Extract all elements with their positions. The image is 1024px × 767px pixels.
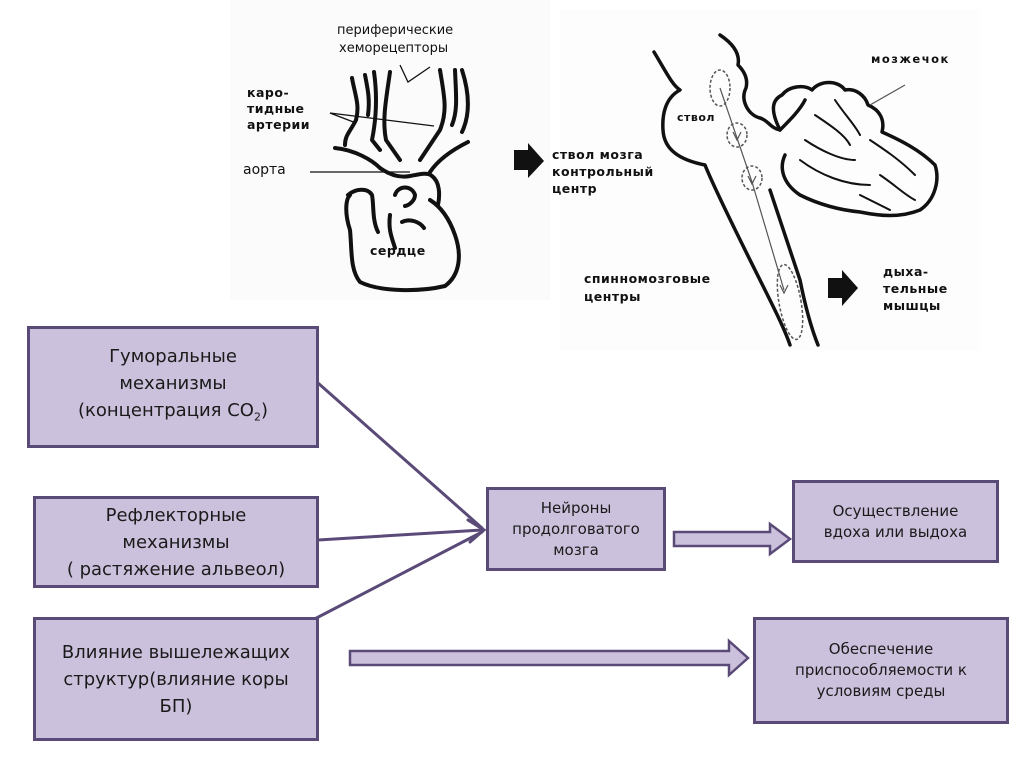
- label-peripheral-chemoreceptors-2: хеморецепторы: [339, 41, 449, 56]
- left-carotid-artery-inner: [370, 70, 382, 152]
- left-carotid-artery-right: [382, 70, 402, 162]
- brain-illustration: [652, 33, 939, 347]
- label-carotid-1: каро-: [247, 85, 290, 100]
- higher-line-3: БП): [159, 695, 193, 717]
- heart-figure-backdrop: [230, 0, 550, 300]
- chemoreceptor-pointer: [399, 64, 431, 83]
- descending-pathway-line: [719, 87, 785, 291]
- cerebellum-pointer: [869, 84, 906, 106]
- label-brainstem-control-2: контрольный: [552, 164, 654, 179]
- box-inhale-exhale: Осуществление вдоха или выдоха: [792, 480, 999, 563]
- heart-leader-lines: [310, 64, 435, 173]
- label-respiratory-muscles-1: дыха-: [883, 264, 929, 279]
- heart-septum: [387, 213, 397, 250]
- humoral-line-3-suffix: ): [260, 400, 268, 422]
- label-spinal-centers-1: спинномозговые: [584, 271, 711, 286]
- reflex-line-1: Рефлекторные: [105, 504, 247, 526]
- humoral-line-2: механизмы: [119, 373, 227, 395]
- neurons-line-2: продолговатого: [512, 519, 640, 538]
- pathway-arrows: [719, 84, 906, 295]
- reflex-line-2: механизмы: [122, 531, 230, 553]
- left-subclavian: [333, 146, 382, 170]
- humoral-line-3: (концентрация CO2): [78, 397, 268, 431]
- higher-line-2: структур(влияние коры: [63, 668, 289, 690]
- breath-line-1: Осуществление: [832, 501, 959, 520]
- heart-illustration: [333, 68, 470, 293]
- adapt-line-3: условиям среды: [816, 682, 946, 700]
- nucleus-upper: [709, 69, 731, 107]
- higher-line-1: Влияние вышележащих: [61, 641, 291, 663]
- nucleus-middle: [726, 122, 748, 148]
- flow-connectors: [301, 381, 487, 627]
- aortic-arch: [378, 166, 442, 207]
- label-carotid-3: артерии: [247, 117, 311, 132]
- box-medulla-neurons: Нейроны продолговатого мозга: [486, 487, 666, 571]
- label-cerebellum: мозжечок: [871, 52, 950, 66]
- connector-reflex-to-neurons: [316, 528, 484, 542]
- humoral-line-3-text: (концентрация CO: [78, 400, 254, 422]
- left-carotid-artery-branch: [363, 73, 371, 117]
- left-carotid-artery-outer: [343, 76, 360, 147]
- connector-arrowhead: [466, 518, 487, 544]
- brainstem-nuclei: [709, 69, 804, 341]
- label-spinal-centers-2: центры: [584, 289, 641, 304]
- neurons-line-1: Нейроны: [540, 498, 612, 517]
- right-carotid-artery-outer: [460, 68, 470, 134]
- adapt-line-1: Обеспечение: [828, 640, 934, 658]
- right-carotid-artery-branch: [450, 68, 459, 127]
- heart-outline: [344, 193, 461, 293]
- box-higher-structures: Влияние вышележащих структур(влияние кор…: [33, 617, 319, 741]
- connector-higher-to-neurons: [301, 530, 484, 627]
- right-carotid-artery-inner: [418, 68, 447, 162]
- cerebellum-folia: [799, 99, 916, 211]
- label-brainstem-control-3: центр: [552, 181, 598, 196]
- spinal-nucleus: [776, 263, 804, 341]
- brain-figure-backdrop: [560, 10, 980, 350]
- label-respiratory-muscles-3: мышцы: [883, 298, 941, 313]
- breath-line-2: вдоха или выдоха: [823, 522, 968, 541]
- label-peripheral-chemoreceptors-1: периферические: [337, 23, 454, 38]
- cerebellum-outline: [771, 80, 939, 218]
- nucleus-lower: [741, 165, 763, 191]
- heart-pulmonary: [393, 185, 417, 208]
- spinal-cord-back: [768, 188, 820, 347]
- arrow-to-brainstem-icon: [514, 143, 544, 178]
- brainstem-back-outline: [718, 33, 807, 132]
- neurons-line-3: мозга: [553, 540, 599, 559]
- brainstem-front-outline: [652, 50, 792, 347]
- label-aorta: аорта: [243, 162, 286, 178]
- heart-ventricle-fold: [400, 218, 426, 230]
- adapt-line-2: приспособляемости к: [795, 661, 967, 679]
- connector-humoral-to-neurons: [316, 381, 484, 530]
- label-respiratory-muscles-2: тельные: [883, 281, 948, 296]
- label-heart: сердце: [370, 243, 426, 258]
- label-brainstem-short: ствол: [677, 111, 715, 124]
- arrow-higher-to-adapt-icon: [348, 638, 750, 678]
- box-adaptation: Обеспечение приспособляемости к условиям…: [753, 617, 1009, 724]
- box-reflex-mechanisms: Рефлекторные механизмы ( растяжение альв…: [33, 496, 319, 588]
- pathway-arrowheads: [732, 131, 789, 295]
- heart-left-atrium: [346, 187, 380, 234]
- right-subclavian: [428, 140, 470, 174]
- label-brainstem-control-1: ствол мозга: [552, 147, 644, 162]
- carotid-pointer-left: [329, 112, 357, 124]
- carotid-pointer-right: [329, 112, 435, 127]
- reflex-line-3: ( растяжение альвеол): [66, 558, 286, 580]
- humoral-line-1: Гуморальные: [109, 346, 237, 368]
- arrow-to-muscles-icon: [828, 270, 858, 306]
- arrow-neurons-to-breath-icon: [672, 521, 793, 557]
- box-humoral-mechanisms: Гуморальные механизмы (концентрация CO2): [27, 326, 319, 448]
- label-carotid-2: тидные: [247, 101, 305, 116]
- co2-subscript: 2: [253, 410, 261, 424]
